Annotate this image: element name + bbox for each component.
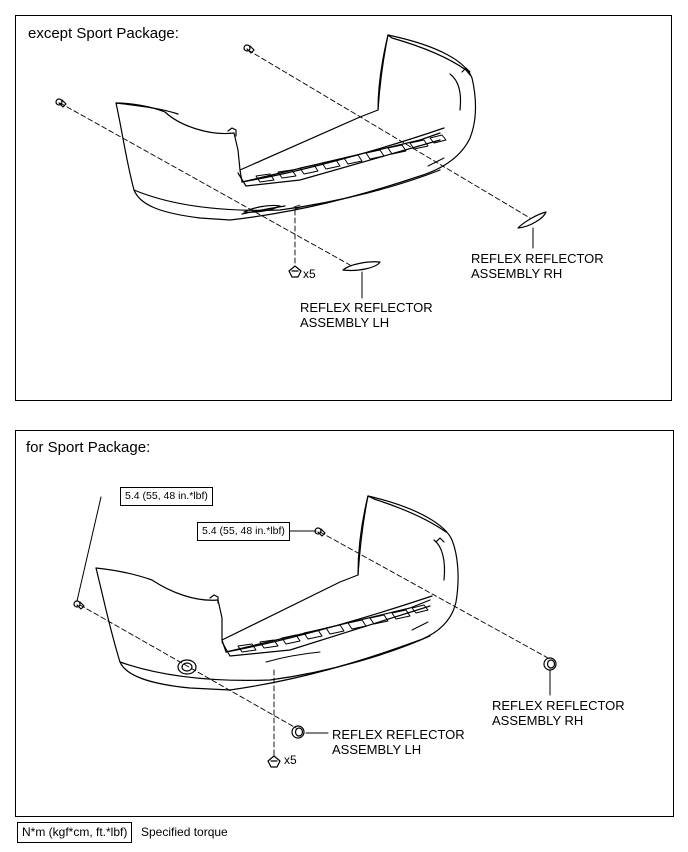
rear-bumper-cover-top (115, 34, 477, 221)
screw-top-right (243, 44, 255, 54)
clip-quantity-label-sport: x5 (284, 753, 297, 767)
label-line-2: ASSEMBLY LH (332, 742, 422, 757)
label-line-2: ASSEMBLY LH (300, 315, 390, 330)
panel-title: for Sport Package: (26, 439, 151, 456)
reflex-reflector-rh-label: REFLEX REFLECTOR ASSEMBLY RH (471, 251, 604, 281)
label-line-1: REFLEX REFLECTOR (332, 727, 465, 742)
reflex-reflector-lh-top (342, 261, 381, 272)
rear-bumper-cover-bottom (95, 495, 459, 691)
reflex-reflector-lh-label: REFLEX REFLECTOR ASSEMBLY LH (300, 300, 433, 330)
torque-spec-right: 5.4 (55, 48 in.*lbf) (197, 522, 290, 541)
except-sport-package-panel: except Sport Package: (15, 15, 672, 401)
screw-top-left (55, 98, 67, 108)
for-sport-package-panel: for Sport Package: (15, 430, 674, 817)
clip-top (288, 265, 302, 278)
panel-title: except Sport Package: (28, 25, 179, 42)
clip-quantity-label: x5 (303, 267, 316, 281)
torque-legend-text: Specified torque (141, 825, 228, 839)
label-line-2: ASSEMBLY RH (492, 713, 584, 728)
reflex-reflector-lh-label-sport: REFLEX REFLECTOR ASSEMBLY LH (332, 727, 465, 757)
torque-spec-left: 5.4 (55, 48 in.*lbf) (120, 487, 213, 506)
torque-unit-legend-box: N*m (kgf*cm, ft.*lbf) (17, 822, 133, 843)
reflex-reflector-lh-bottom (291, 725, 305, 739)
reflex-reflector-rh-label-sport: REFLEX REFLECTOR ASSEMBLY RH (492, 698, 625, 728)
label-line-1: REFLEX REFLECTOR (471, 251, 604, 266)
label-line-2: ASSEMBLY RH (471, 266, 563, 281)
label-line-1: REFLEX REFLECTOR (300, 300, 433, 315)
reflex-reflector-rh-top (517, 211, 547, 229)
label-line-1: REFLEX REFLECTOR (492, 698, 625, 713)
clip-bottom (267, 755, 281, 768)
